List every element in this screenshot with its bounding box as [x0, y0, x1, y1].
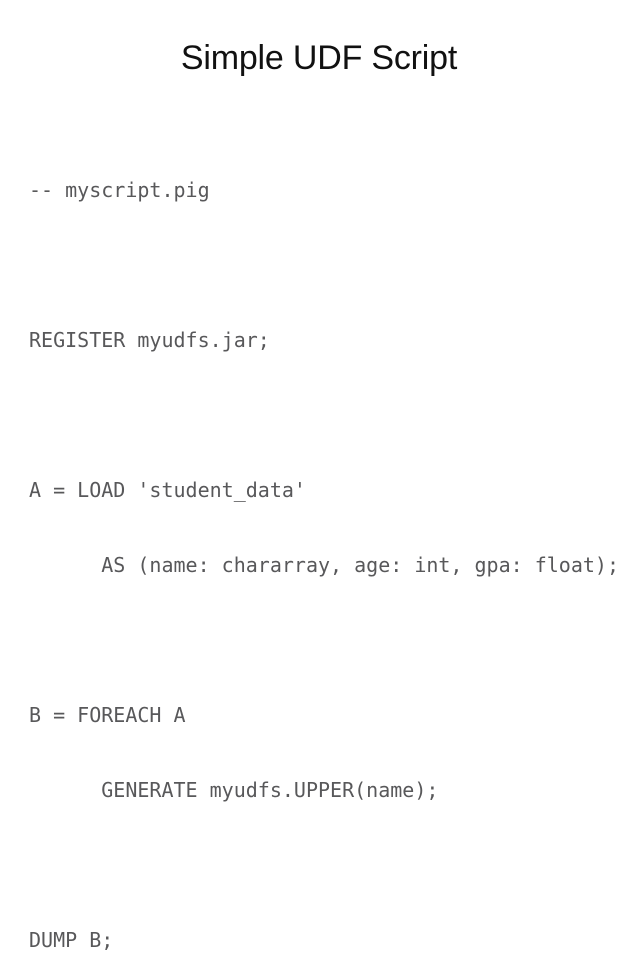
code-line: AS (name: chararray, age: int, gpa: floa… — [29, 553, 620, 577]
code-line: A = LOAD 'student_data' — [29, 478, 306, 502]
code-line: B = FOREACH A — [29, 703, 186, 727]
code-line: GENERATE myudfs.UPPER(name); — [29, 778, 439, 802]
code-block: -- myscript.pig REGISTER myudfs.jar; A =… — [29, 128, 629, 956]
code-line: DUMP B; — [29, 928, 114, 952]
code-line: -- myscript.pig — [29, 178, 210, 202]
code-line-blank — [29, 253, 629, 278]
code-line-blank — [29, 403, 629, 428]
code-line-blank — [29, 853, 629, 878]
page-title: Simple UDF Script — [180, 39, 458, 77]
slide-canvas: Simple UDF Script -- myscript.pig REGIST… — [29, 39, 620, 952]
code-line-blank — [29, 628, 629, 653]
code-line: REGISTER myudfs.jar; — [29, 328, 270, 352]
